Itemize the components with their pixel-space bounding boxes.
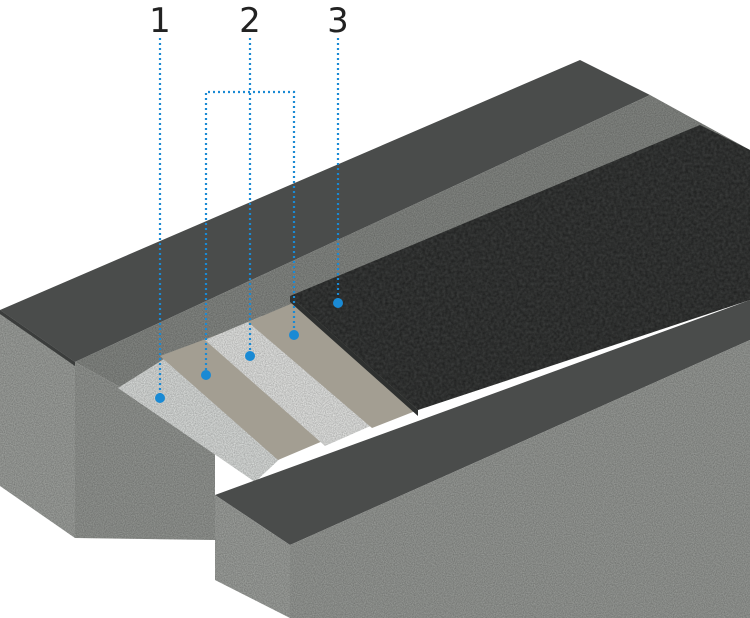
- marker-dot-2-center: [245, 351, 255, 361]
- marker-dot-1: [155, 393, 165, 403]
- marker-dot-2-left: [201, 370, 211, 380]
- layer-2-strip-left: [160, 330, 330, 460]
- left-curb-edge: [0, 310, 75, 366]
- leader-lines: [158, 38, 340, 398]
- marker-dot-2-right: [289, 330, 299, 340]
- marker-dot-3: [333, 298, 343, 308]
- layer-3-asphalt: [290, 125, 750, 416]
- label-2: 2: [239, 1, 261, 41]
- marker-dots: [155, 298, 343, 403]
- left-curb: [0, 60, 650, 538]
- left-curb-top-face: [0, 60, 650, 362]
- right-curb-top-face: [215, 300, 750, 545]
- label-3: 3: [327, 1, 349, 41]
- right-curb: [215, 300, 750, 618]
- layer-labels: 1 2 3: [149, 1, 349, 41]
- label-1: 1: [149, 1, 171, 41]
- layer-3-asphalt-edge: [290, 296, 418, 416]
- leader-line-2-bracket: [204, 90, 296, 375]
